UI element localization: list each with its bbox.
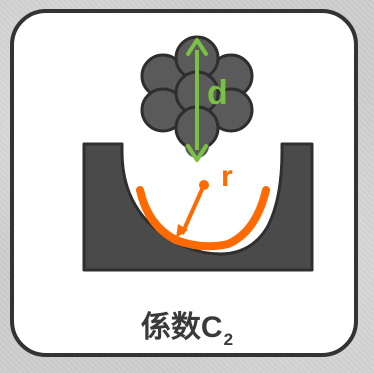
radius-arrowhead — [176, 224, 188, 238]
diameter-arrow — [186, 38, 208, 162]
radius-indicator — [176, 180, 209, 238]
caption-main: 係数C — [140, 311, 223, 344]
radius-label: r — [221, 160, 233, 193]
coefficient-caption: 係数C2 — [0, 310, 374, 350]
caption-subscript: 2 — [223, 330, 234, 349]
diameter-arrowhead-bottom — [186, 144, 208, 162]
diameter-label: d — [207, 74, 228, 112]
groove-block — [82, 142, 314, 272]
radius-line — [180, 184, 206, 235]
diameter-arrowhead-top — [186, 38, 208, 56]
groove-radius-curve — [136, 186, 270, 251]
